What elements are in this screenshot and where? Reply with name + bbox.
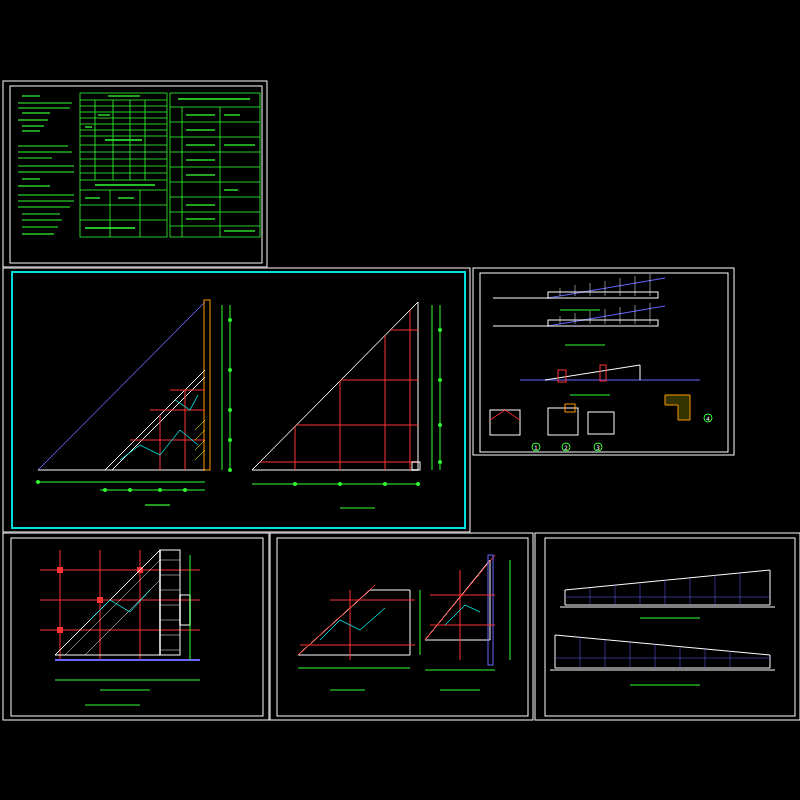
material-table [80,93,260,237]
detail-plan-d [30,550,200,705]
callout-number: 2 [561,444,571,451]
notes-text-lines [18,96,74,234]
section-elevations [490,274,712,451]
table-text-lines [85,96,255,231]
selected-frame [12,272,465,528]
roof-plan-right [250,300,442,508]
detail-plan-e [298,555,510,690]
sheet-borders [3,81,800,720]
roof-plan-left [36,300,232,505]
elevations-f [550,570,775,685]
callout-number: 4 [703,415,713,422]
callout-number: 3 [593,444,603,451]
callout-number: 1 [531,444,541,451]
